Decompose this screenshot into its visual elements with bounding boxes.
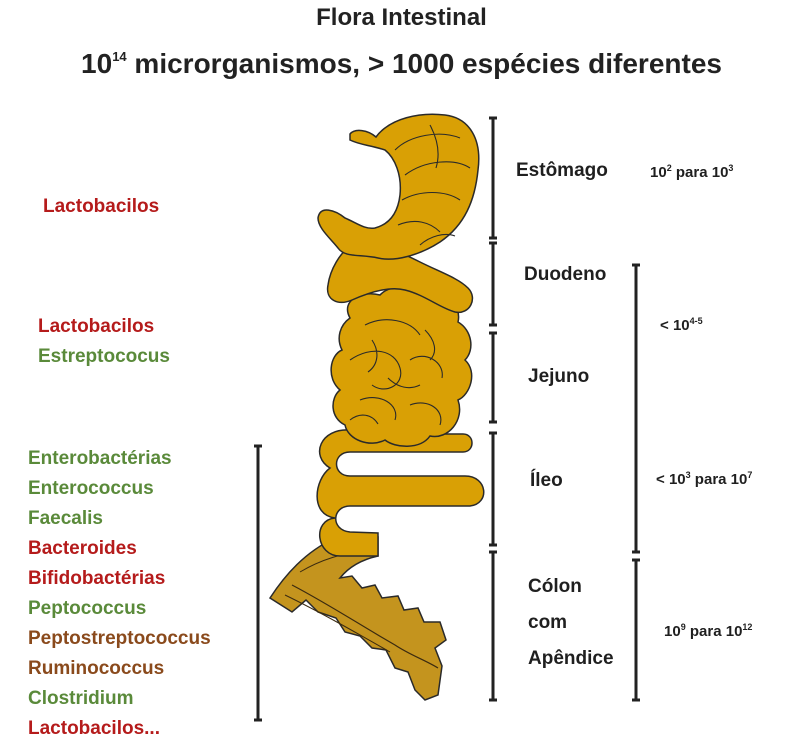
segment-colon-line2: com <box>528 612 568 633</box>
segment-ileum: Íleo <box>530 470 563 491</box>
organism-lower-2: Faecalis <box>28 508 103 529</box>
stomach-shape <box>317 113 480 260</box>
organism-lower-0: Enterobactérias <box>28 448 172 469</box>
organism-lower-4: Bifidobactérias <box>28 568 166 589</box>
subtitle-rest: microrganismos, > 1000 espécies diferent… <box>126 48 722 79</box>
segment-duodenum: Duodeno <box>524 264 607 285</box>
organism-upper-0: Lactobacilos <box>38 316 155 337</box>
count-colon-b-base: 10 <box>725 623 743 640</box>
count-stomach: 102 para 103 <box>650 163 733 181</box>
colon-shape <box>268 536 447 701</box>
count-upper-prefix: < <box>660 317 673 334</box>
count-upper-exp: 4-5 <box>689 316 703 326</box>
ileum-shape <box>316 429 485 557</box>
organism-lower-8: Clostridium <box>28 688 134 709</box>
organism-stomach-0: Lactobacilos <box>43 196 160 217</box>
count-stomach-b-base: 10 <box>711 164 729 181</box>
count-stomach-a-exp: 2 <box>666 163 672 173</box>
organism-lower-5: Peptococcus <box>28 598 147 619</box>
count-colon-a-exp: 9 <box>680 622 686 632</box>
count-stomach-b-exp: 3 <box>728 163 734 173</box>
subtitle-exponent: 14 <box>112 48 127 64</box>
count-colon-a-base: 10 <box>664 623 681 640</box>
count-ileum: < 103 para 107 <box>656 470 752 488</box>
organism-lower-9: Lactobacilos... <box>28 718 160 739</box>
title: Flora Intestinal <box>316 4 487 31</box>
organism-lower-1: Enterococcus <box>28 478 154 499</box>
count-colon: 109 para 1012 <box>664 622 752 640</box>
count-stomach-mid: para <box>671 164 712 181</box>
count-ileum-b-exp: 7 <box>747 470 753 480</box>
segment-colon-line3: Apêndice <box>528 648 614 669</box>
bracket-lines <box>254 116 640 722</box>
segment-stomach: Estômago <box>516 160 608 181</box>
segment-colon-line1: Cólon <box>528 576 582 597</box>
organism-lower-7: Ruminococcus <box>28 658 165 679</box>
count-ileum-prefix: < <box>656 471 669 488</box>
count-ileum-a-exp: 3 <box>685 470 691 480</box>
count-upper-base: 10 <box>672 317 690 334</box>
organism-lower-6: Peptostreptococcus <box>28 628 211 649</box>
organism-upper-1: Estreptococus <box>38 346 170 367</box>
count-ileum-b-base: 10 <box>730 471 748 488</box>
count-colon-mid: para <box>685 623 726 640</box>
segment-jejunum: Jejuno <box>528 366 590 387</box>
count-ileum-mid: para <box>690 471 731 488</box>
organism-lower-3: Bacteroides <box>28 538 137 559</box>
subtitle: 1014 microrganismos, > 1000 espécies dif… <box>0 48 803 80</box>
subtitle-base: 10 <box>81 48 113 79</box>
count-upper: < 104-5 <box>660 316 703 334</box>
count-colon-b-exp: 12 <box>742 622 753 632</box>
count-ileum-a-base: 10 <box>668 471 686 488</box>
count-stomach-a-base: 10 <box>650 164 667 181</box>
duodenum-shape <box>326 243 474 313</box>
